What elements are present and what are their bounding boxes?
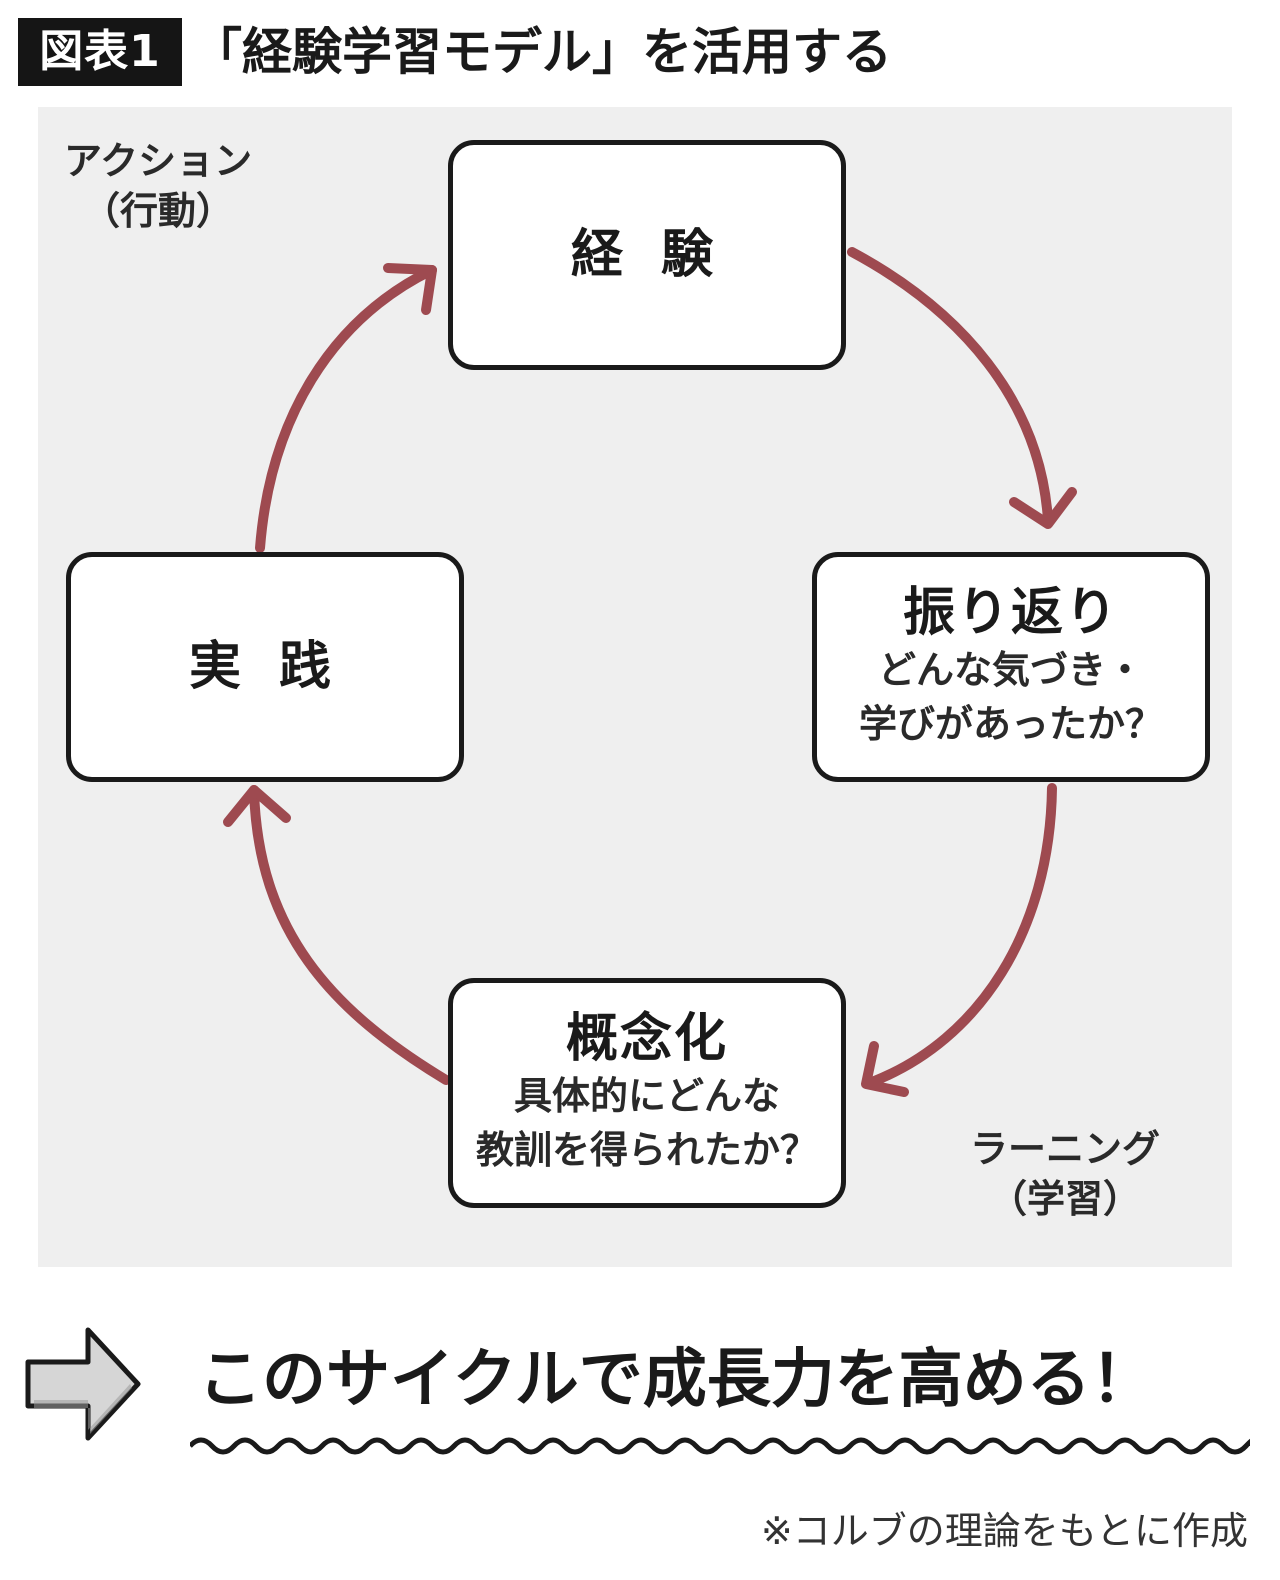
arrow-experience-to-reflection-head: [1009, 487, 1077, 529]
wavy-underline: [190, 1437, 1250, 1455]
node-conceptualization: 概念化 具体的にどんな 教訓を得られたか？: [448, 978, 846, 1208]
source-note: ※コルブの理論をもとに作成: [760, 1509, 1248, 1553]
node-conceptualization-sub-line1: 具体的にどんな: [513, 1074, 780, 1119]
node-practice: 実 践: [66, 552, 464, 782]
figure-title: 「経験学習モデル」を活用する: [192, 23, 892, 81]
arrow-reflection-to-concept-head: [861, 1041, 909, 1097]
corner-label-learning-line1: ラーニング: [970, 1127, 1161, 1171]
corner-label-action-line1: アクション: [64, 139, 253, 183]
node-reflection-sub-line2: 学びがあったか？: [858, 702, 1163, 747]
node-conceptualization-sub-line2: 教訓を得られたか？: [475, 1128, 818, 1173]
corner-label-action: アクション （行動）: [64, 136, 252, 236]
arrow-concept-to-practice: [249, 785, 451, 1085]
right-arrow-icon: [25, 1327, 141, 1441]
node-practice-title: 実 践: [188, 636, 342, 697]
arrow-practice-to-experience-head: [383, 263, 437, 315]
arrow-experience-to-reflection: [847, 247, 1053, 525]
node-experience-title: 経 験: [570, 224, 724, 285]
node-experience: 経 験: [448, 140, 846, 370]
arrow-reflection-to-concept: [867, 783, 1057, 1087]
arrow-concept-to-practice-head: [223, 785, 291, 827]
corner-label-learning-line2: （学習）: [989, 1177, 1142, 1222]
slogan: このサイクルで成長力を高める！: [198, 1343, 1155, 1417]
arrow-practice-to-experience: [255, 265, 437, 553]
node-reflection-sub-line1: どんな気づき・: [877, 648, 1144, 693]
node-reflection-title: 振り返り: [902, 582, 1119, 643]
corner-label-learning: ラーニング （学習）: [970, 1124, 1160, 1224]
node-conceptualization-title: 概念化: [565, 1008, 728, 1069]
figure-label: 図表1: [18, 18, 182, 86]
node-reflection: 振り返り どんな気づき・ 学びがあったか？: [812, 552, 1210, 782]
corner-label-action-line2: （行動）: [82, 189, 235, 234]
